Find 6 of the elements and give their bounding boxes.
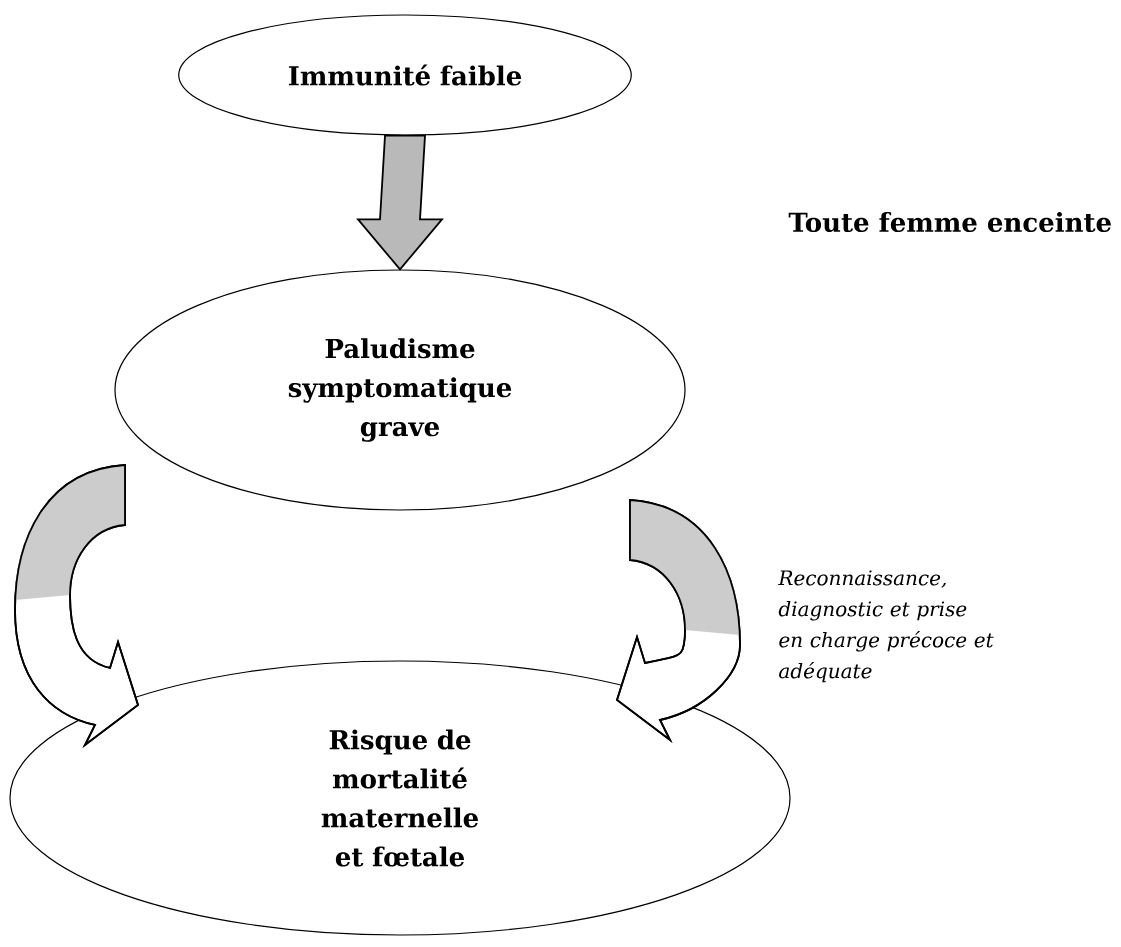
block-arrow — [356, 134, 444, 271]
annotation: Toute femme enceinte — [788, 211, 1111, 233]
ellipse-node: Paludisme symptomatique grave — [114, 269, 686, 511]
ellipse-node: Immunité faible — [178, 14, 632, 136]
curved-arrow — [14, 464, 139, 746]
curved-arrow — [616, 499, 741, 741]
